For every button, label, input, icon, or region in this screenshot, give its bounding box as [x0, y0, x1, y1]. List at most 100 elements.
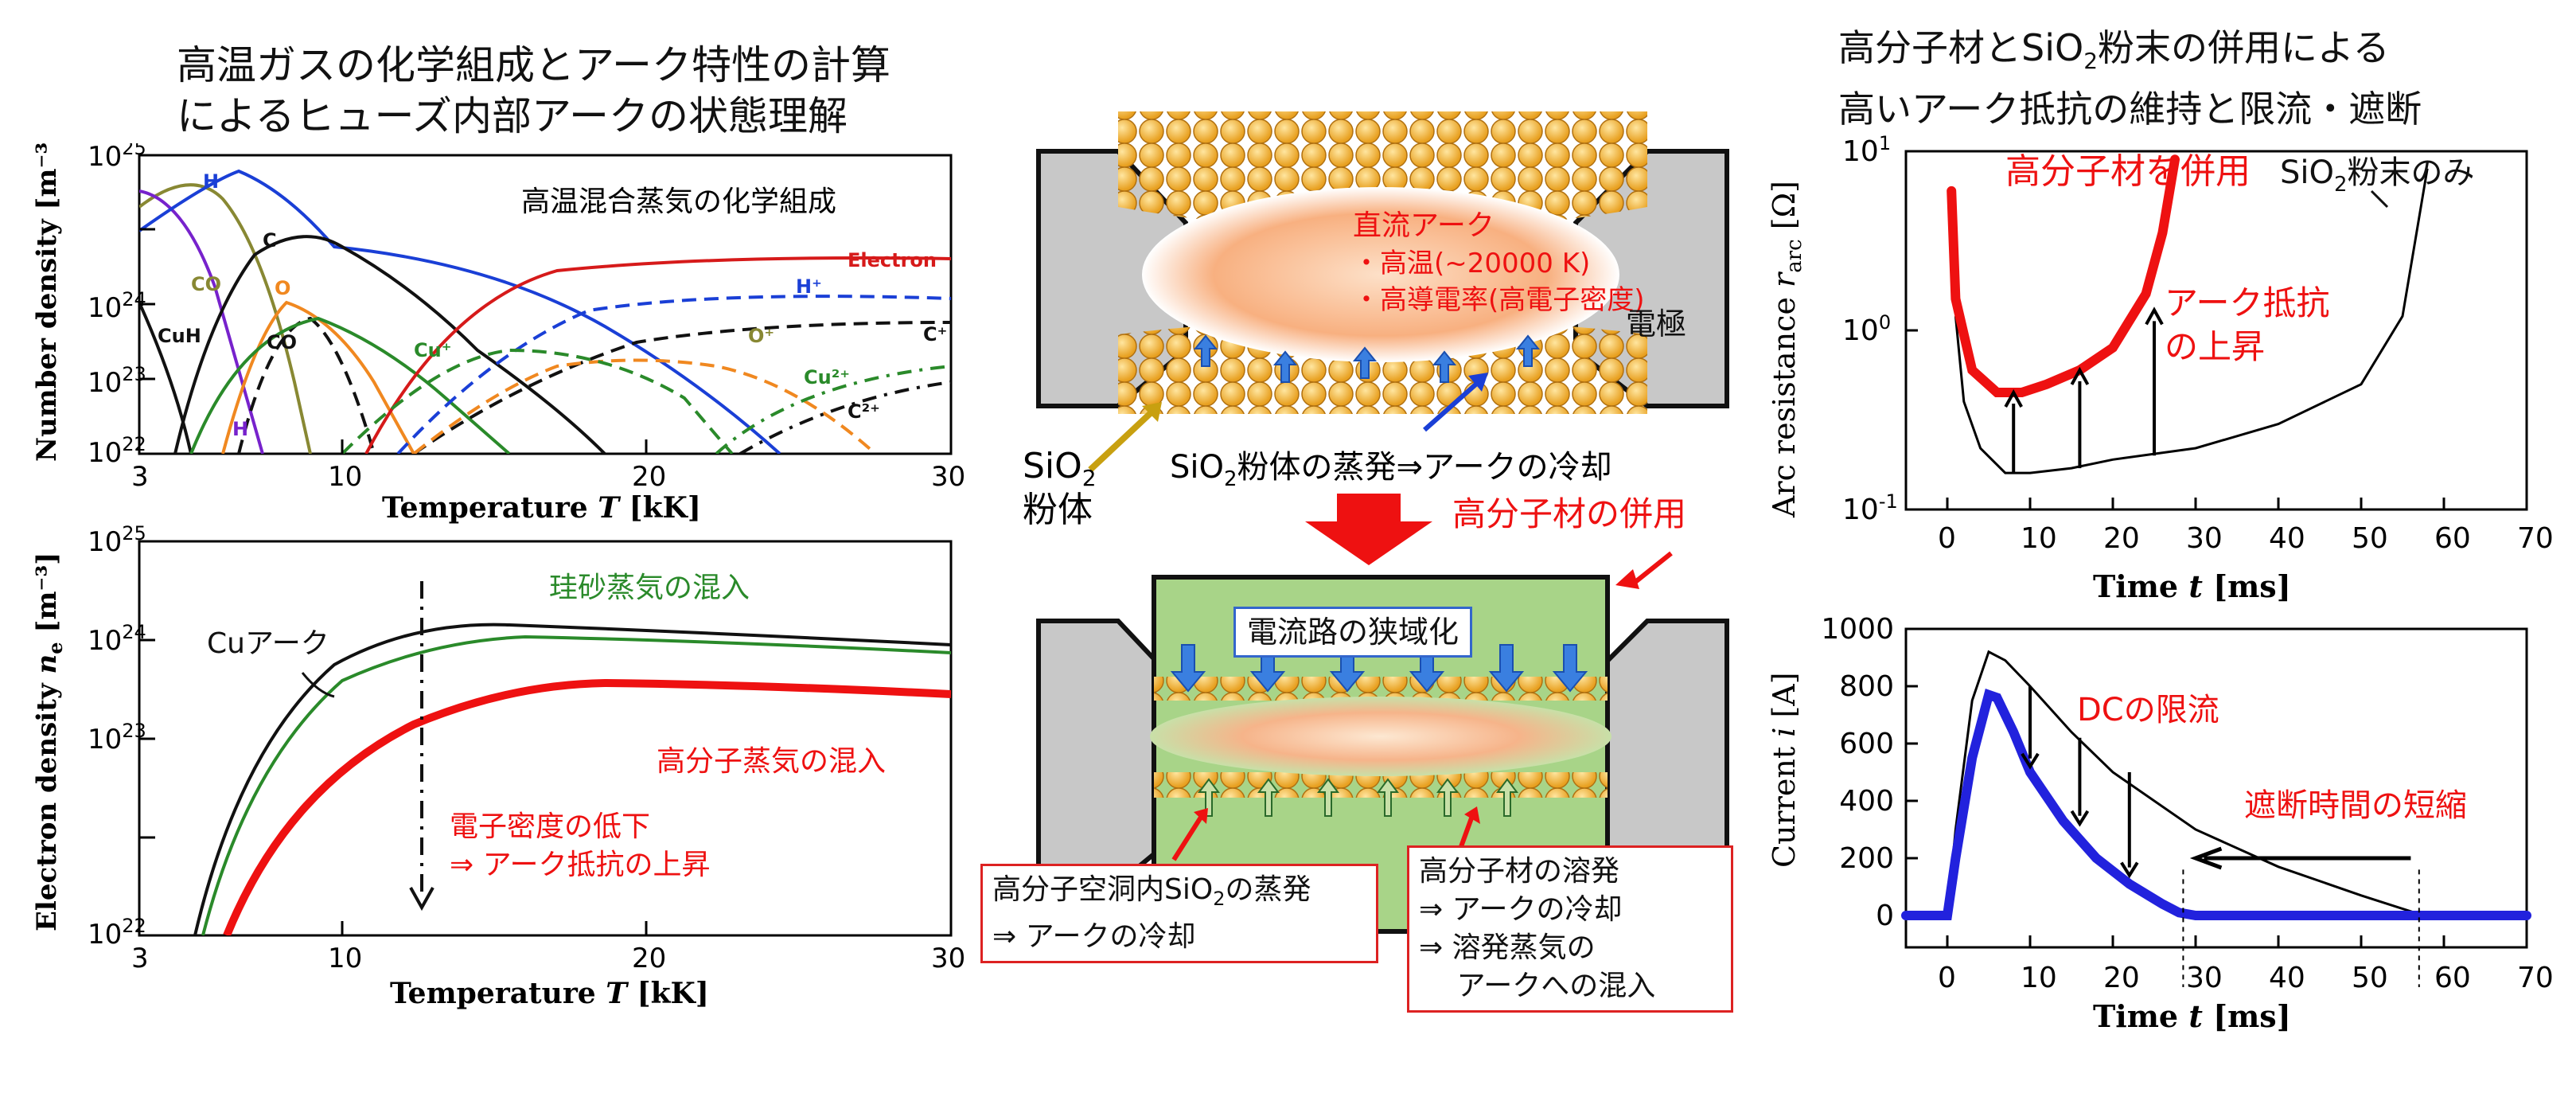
top-chart-title: 高温混合蒸気の化学組成 [521, 185, 836, 218]
ytick-25: 1025 [88, 143, 146, 173]
arc-title: 直流アーク [1353, 209, 1495, 242]
species-label: C⁺ [923, 323, 947, 345]
xtick: 40 [2269, 962, 2305, 994]
label-sio2-only: SiO2粉末のみ [2280, 154, 2475, 197]
right-header: 高分子材とSiO2粉末の併用による 高いアーク抵抗の維持と限流・遮断 [1838, 24, 2422, 133]
species-label: Cu²⁺ [804, 366, 850, 388]
bottom-xlabel: Temperature T [kK] [390, 977, 709, 1010]
species-label: O⁺ [748, 325, 774, 347]
series-current-sio2 [1906, 650, 2527, 917]
ytick-25: 1025 [88, 525, 146, 558]
current-xlabel: Time t [ms] [2093, 998, 2291, 1034]
left-header-line2: によるヒューズ内部アークの状態理解 [177, 93, 848, 139]
ytick: 400 [1839, 785, 1894, 818]
species-label: H [203, 170, 219, 193]
evap-caption: SiO2粉体の蒸発⇒アークの冷却 [1170, 449, 1612, 491]
box-polymer-line4: アークへの混入 [1419, 970, 1656, 1002]
label-cu-arc: Cuアーク [207, 627, 329, 660]
xtick-10: 10 [328, 461, 362, 493]
electrode-label: 電極 [1626, 306, 1686, 342]
right-header-line1: 高分子材とSiO2粉末の併用による [1838, 26, 2390, 75]
sio2-label: SiO2 [1023, 446, 1097, 491]
species-label: C [263, 229, 277, 252]
species-label: H [232, 418, 248, 440]
ytick-23: 1023 [88, 363, 146, 399]
box-sio2-evap: 高分子空洞内SiO2の蒸発 ⇒ アークの冷却 [980, 864, 1378, 964]
powder-label: 粉体 [1023, 490, 1093, 530]
xtick: 60 [2434, 962, 2471, 994]
box-sio2-line2: ⇒ アークの冷却 [992, 920, 1196, 954]
xtick: 30 [2186, 962, 2223, 994]
xtick-30: 30 [931, 461, 965, 493]
species-label: H⁺ [796, 275, 822, 298]
series-sio2-only [1954, 168, 2429, 474]
ytick: 10-1 [1842, 490, 1898, 526]
top-xlabel: Temperature T [kK] [382, 491, 701, 525]
xtick-30: 30 [931, 943, 965, 974]
label-rise-2: の上昇 [2165, 327, 2265, 366]
xtick: 20 [2103, 522, 2140, 555]
arc-bullet-1: ・高温(~20000 K) [1353, 248, 1590, 279]
species-label: O [275, 277, 290, 299]
ytick: 800 [1839, 670, 1894, 703]
bottom-ylabel: Electron density ne [m⁻³] [31, 552, 67, 931]
ytick: 600 [1839, 728, 1894, 760]
composition-chart: 1025 1024 1023 1022 3 10 20 30 Temperatu… [31, 143, 965, 525]
left-header: 高温ガスの化学組成とアーク特性の計算 によるヒューズ内部アークの状態理解 [177, 40, 890, 142]
label-dc-limit: DCの限流 [2077, 692, 2219, 728]
ytick: 200 [1839, 842, 1894, 875]
xtick-3: 3 [131, 461, 149, 493]
ytick: 0 [1876, 900, 1894, 932]
species-label: C²⁺ [848, 400, 880, 423]
species-label: CO [267, 331, 297, 353]
xtick: 20 [2103, 962, 2140, 994]
xtick: 50 [2352, 522, 2388, 555]
ytick-22: 1022 [88, 433, 146, 469]
ytick-23: 1023 [88, 720, 146, 755]
label-polymer-combined: 高分子材を併用 [2005, 151, 2251, 192]
box-polymer-ablation: 高分子材の溶発 ⇒ アークの冷却 ⇒ 溶発蒸気の アークへの混入 [1407, 845, 1733, 1013]
narrow-path-label: 電流路の狭域化 [1233, 607, 1473, 658]
ytick: 100 [1842, 311, 1891, 347]
box-polymer-line3: ⇒ 溶発蒸気の [1419, 931, 1596, 964]
label-shorter-interruption: 遮断時間の短縮 [2244, 787, 2467, 824]
xtick: 50 [2352, 962, 2388, 994]
transition-arrow [1305, 494, 1432, 565]
right-header-line2: 高いアーク抵抗の維持と限流・遮断 [1838, 88, 2422, 131]
resistance-xlabel: Time t [ms] [2093, 568, 2291, 604]
note-resistance-rise: ⇒ アーク抵抗の上昇 [450, 849, 710, 881]
ytick-24: 1024 [88, 288, 146, 324]
xtick: 0 [1938, 962, 1956, 994]
xtick: 10 [2021, 522, 2057, 555]
xtick-20: 20 [632, 943, 666, 974]
ytick-24: 1024 [88, 621, 146, 657]
arc-bullet-2: ・高導電率(高電子密度) [1353, 284, 1645, 316]
xtick: 70 [2517, 962, 2554, 994]
xtick: 30 [2186, 522, 2223, 555]
xtick-10: 10 [328, 943, 362, 974]
species-label: CO [191, 273, 221, 295]
box-polymer-line2: ⇒ アークの冷却 [1419, 893, 1623, 926]
xtick-20: 20 [632, 461, 666, 493]
note-density-drop: 電子密度の低下 [450, 810, 650, 843]
series-polymer-combined [1947, 154, 2180, 397]
label-rise-1: アーク抵抗 [2165, 283, 2329, 322]
xtick: 40 [2269, 522, 2305, 555]
species-label: Cu⁺ [414, 339, 451, 361]
xtick: 60 [2434, 522, 2471, 555]
species-label: Electron [848, 249, 937, 271]
electron-density-chart: 1025 1024 1023 1022 3 10 20 30 Temperatu… [31, 525, 965, 1010]
top-ylabel: Number density [m⁻³] [31, 143, 63, 462]
left-header-line1: 高温ガスの化学組成とアーク特性の計算 [177, 42, 890, 88]
polymer-combined-label: 高分子材の併用 [1452, 494, 1686, 533]
species-label: CuH [158, 325, 201, 347]
dc-arc [1142, 187, 1619, 362]
label-sand-vapor: 珪砂蒸気の混入 [549, 572, 750, 604]
xtick-3: 3 [131, 943, 149, 974]
box-polymer-line1: 高分子材の溶発 [1419, 855, 1620, 888]
sio2-powder-top [1118, 111, 1647, 231]
xtick: 70 [2517, 522, 2554, 555]
ytick: 101 [1842, 135, 1891, 168]
